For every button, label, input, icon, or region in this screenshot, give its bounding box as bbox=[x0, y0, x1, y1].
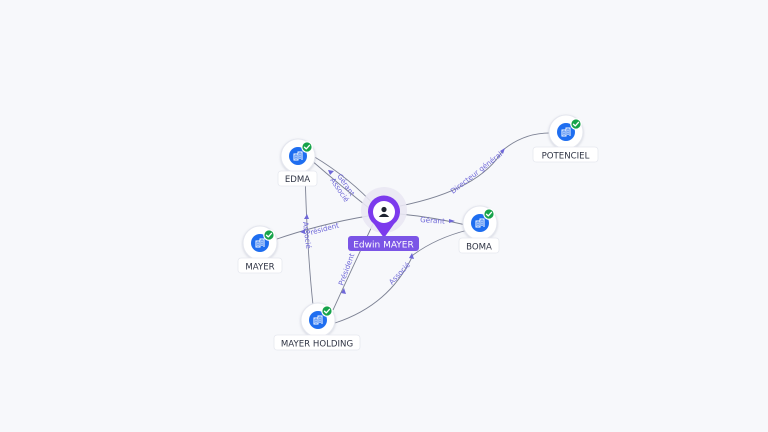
edge-label: Associé bbox=[301, 221, 313, 250]
person-icon bbox=[378, 206, 390, 217]
person-node-edwin-mayer[interactable]: Edwin MAYER bbox=[348, 187, 419, 251]
person-label-box bbox=[348, 236, 419, 251]
arrow-icon bbox=[449, 219, 455, 223]
edge-label: Gérant bbox=[420, 215, 445, 226]
edge-label: Associé bbox=[387, 260, 413, 286]
arrow-icon bbox=[328, 170, 334, 175]
arrow-icon bbox=[304, 214, 309, 219]
node-label-box bbox=[532, 146, 599, 163]
node-label: BOMA bbox=[466, 243, 492, 253]
arrow-icon bbox=[341, 288, 346, 294]
node-label: MAYER HOLDING bbox=[281, 340, 353, 350]
edge-edwin-boma[interactable]: Gérant bbox=[399, 213, 467, 226]
edge-edwin-potenciel[interactable]: Directeur général bbox=[399, 132, 554, 207]
edge-label: Directeur général bbox=[449, 150, 504, 196]
verified-badge bbox=[321, 305, 333, 317]
edge-edwin-holding[interactable]: Président bbox=[332, 221, 375, 311]
verified-badge bbox=[483, 208, 495, 220]
company-node-mayer-holding[interactable]: MAYER HOLDING bbox=[273, 302, 361, 351]
node-label-box bbox=[277, 170, 318, 187]
node-label-box bbox=[458, 237, 500, 254]
verified-badge bbox=[301, 141, 313, 153]
node-label: EDMA bbox=[285, 175, 310, 185]
edges: Gérant Associé Directeur général Gérant … bbox=[273, 132, 554, 324]
verified-badge bbox=[263, 229, 275, 241]
verified-badge bbox=[570, 118, 582, 130]
company-node-potenciel[interactable]: POTENCIEL bbox=[532, 114, 599, 163]
company-node-edma[interactable]: EDMA bbox=[277, 138, 318, 187]
arrow-icon bbox=[409, 253, 414, 259]
company-node-boma[interactable]: BOMA bbox=[458, 205, 500, 254]
edge-label: Président bbox=[336, 252, 356, 287]
arrow-icon bbox=[500, 148, 505, 154]
company-node-mayer[interactable]: MAYER bbox=[237, 225, 283, 274]
node-label-box bbox=[237, 257, 283, 274]
edge-holding-edma[interactable]: Associé bbox=[301, 169, 314, 306]
arrow-icon bbox=[300, 229, 305, 234]
node-label: POTENCIEL bbox=[542, 152, 590, 162]
node-label: MAYER bbox=[245, 263, 274, 273]
person-label: Edwin MAYER bbox=[353, 241, 414, 251]
node-label-box bbox=[273, 334, 361, 351]
